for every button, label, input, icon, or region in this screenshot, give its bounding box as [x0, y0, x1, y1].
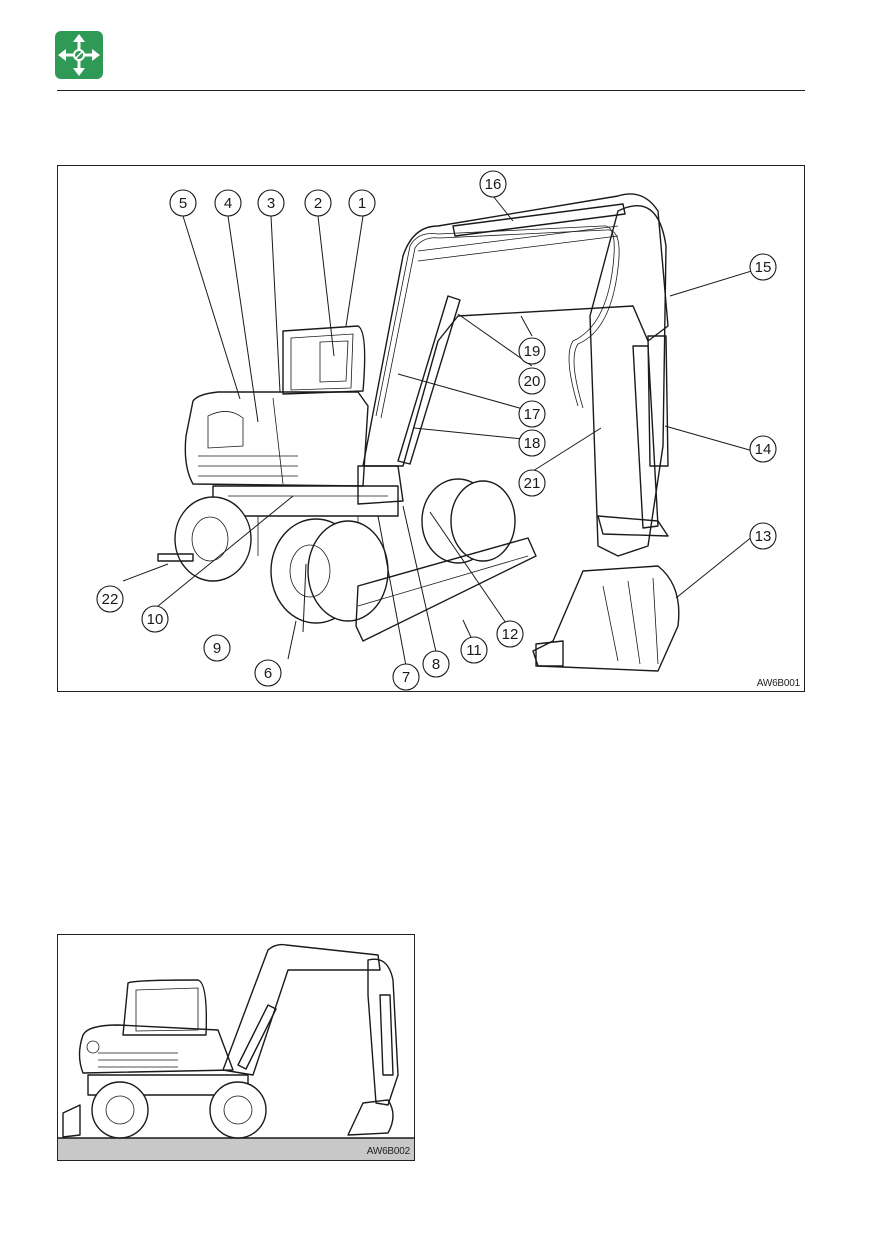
svg-text:11: 11 — [466, 642, 482, 659]
svg-text:14: 14 — [755, 441, 772, 458]
svg-text:16: 16 — [485, 176, 502, 193]
callout-21: 21 — [519, 470, 545, 496]
callout-4: 4 — [215, 190, 241, 216]
svg-text:1: 1 — [358, 195, 366, 212]
excavator-side-illustration — [58, 935, 415, 1161]
callout-3: 3 — [258, 190, 284, 216]
svg-text:9: 9 — [213, 640, 221, 657]
svg-text:4: 4 — [224, 195, 232, 212]
callout-12: 12 — [497, 621, 523, 647]
move-arrows-icon — [55, 31, 103, 79]
callout-19: 19 — [519, 338, 545, 364]
callout-8: 8 — [423, 651, 449, 677]
svg-text:22: 22 — [102, 591, 119, 608]
svg-text:5: 5 — [179, 195, 187, 212]
callout-17: 17 — [519, 401, 545, 427]
svg-text:20: 20 — [524, 373, 541, 390]
svg-text:12: 12 — [502, 626, 519, 643]
header-rule — [57, 90, 805, 91]
svg-text:10: 10 — [147, 611, 164, 628]
svg-text:7: 7 — [402, 669, 410, 686]
svg-text:18: 18 — [524, 435, 541, 452]
callout-5: 5 — [170, 190, 196, 216]
callout-20: 20 — [519, 368, 545, 394]
svg-text:3: 3 — [267, 195, 275, 212]
figure-code: AW6B001 — [757, 678, 800, 689]
svg-text:8: 8 — [432, 656, 440, 673]
callout-1: 1 — [349, 190, 375, 216]
callout-10: 10 — [142, 606, 168, 632]
callout-16: 16 — [480, 171, 506, 197]
svg-text:15: 15 — [755, 259, 772, 276]
callout-11: 11 — [461, 637, 487, 663]
figure-excavator-side-view: AW6B002 — [57, 934, 415, 1161]
svg-text:21: 21 — [524, 475, 541, 492]
callout-9: 9 — [204, 635, 230, 661]
callout-2: 2 — [305, 190, 331, 216]
callout-13: 13 — [750, 523, 776, 549]
figure-excavator-overview: 1 2 3 4 5 6 7 8 — [57, 165, 805, 692]
callout-layer: 1 2 3 4 5 6 7 8 — [58, 166, 806, 693]
svg-text:6: 6 — [264, 665, 272, 682]
svg-text:17: 17 — [524, 406, 541, 423]
svg-text:13: 13 — [755, 528, 772, 545]
callout-15: 15 — [750, 254, 776, 280]
figure-code: AW6B002 — [367, 1146, 410, 1157]
callout-6: 6 — [255, 660, 281, 686]
svg-text:2: 2 — [314, 195, 322, 212]
svg-text:19: 19 — [524, 343, 541, 360]
callout-18: 18 — [519, 430, 545, 456]
callout-7: 7 — [393, 664, 419, 690]
callout-14: 14 — [750, 436, 776, 462]
callout-22: 22 — [97, 586, 123, 612]
